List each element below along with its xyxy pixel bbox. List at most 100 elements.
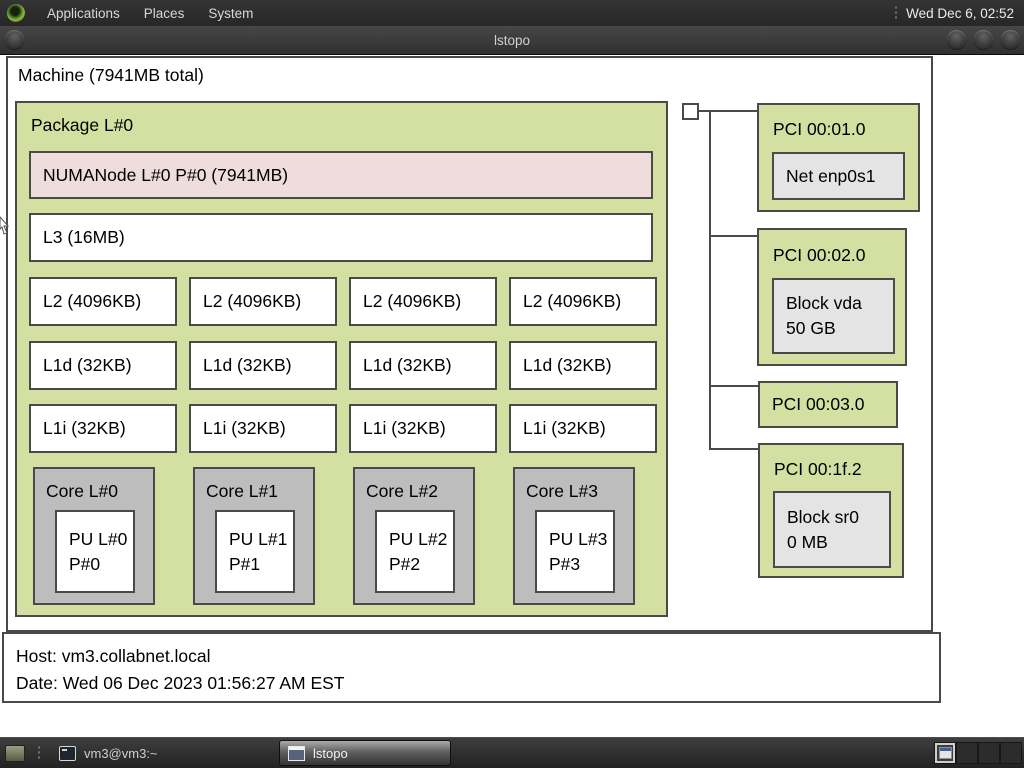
lstopo-window-icon (288, 745, 305, 761)
pu-label: PU L#1 (229, 528, 288, 549)
cores-row: Core L#0 PU L#0 P#0 Core L#1 PU L#1 P#1 … (33, 467, 635, 605)
l2-cache-box: L2 (4096KB) (349, 277, 497, 326)
legend-box: Host: vm3.collabnet.local Date: Wed 06 D… (2, 632, 941, 703)
clock[interactable]: Wed Dec 6, 02:52 (906, 5, 1014, 21)
net-device-label: Net enp0s1 (786, 165, 876, 186)
pu-label: PU L#3 (549, 528, 608, 549)
panel-drag-handle-icon[interactable] (894, 5, 899, 21)
l3-cache-box: L3 (16MB) (29, 213, 653, 262)
l1d-cache-label: L1d (32KB) (43, 355, 132, 375)
block-device-label: Block vda (786, 293, 862, 313)
taskbar: vm3@vm3:~ lstopo (0, 737, 1024, 768)
maximize-button[interactable] (974, 30, 993, 49)
task-button-terminal[interactable]: vm3@vm3:~ (51, 741, 217, 765)
net-device-box: Net enp0s1 (772, 152, 905, 200)
l1i-cache-label: L1i (32KB) (523, 418, 606, 438)
l2-cache-box: L2 (4096KB) (509, 277, 657, 326)
pu-plabel: P#1 (229, 553, 261, 574)
pci-label: PCI 00:01.0 (773, 119, 866, 139)
l2-cache-box: L2 (4096KB) (29, 277, 177, 326)
top-panel: Applications Places System Wed Dec 6, 02… (0, 0, 1024, 27)
core-label: Core L#3 (526, 481, 598, 501)
core-label: Core L#1 (206, 481, 278, 501)
workspace-switcher (934, 742, 1022, 764)
minimize-button[interactable] (947, 30, 966, 49)
pci-box: PCI 00:1f.2 Block sr0 0 MB (758, 443, 904, 578)
l2-row: L2 (4096KB) L2 (4096KB) L2 (4096KB) L2 (… (29, 277, 657, 326)
terminal-icon (59, 745, 76, 761)
mouse-cursor-icon (0, 216, 10, 235)
block-device-size: 0 MB (787, 531, 828, 552)
l1d-cache-box: L1d (32KB) (349, 341, 497, 390)
window-titlebar[interactable]: lstopo (0, 26, 1024, 55)
close-button[interactable] (1001, 30, 1020, 49)
block-device-label: Block sr0 (787, 506, 859, 527)
l2-cache-box: L2 (4096KB) (189, 277, 337, 326)
pci-link-line (709, 448, 758, 450)
block-device-box: Block sr0 0 MB (773, 491, 891, 568)
legend-host: Host: vm3.collabnet.local (16, 646, 211, 666)
pci-box: PCI 00:03.0 (758, 381, 898, 428)
taskbar-drag-handle-icon[interactable] (37, 745, 41, 761)
pci-box: PCI 00:01.0 Net enp0s1 (757, 103, 920, 212)
pu-box: PU L#0 P#0 (55, 510, 135, 593)
l1i-cache-box: L1i (32KB) (509, 404, 657, 453)
menu-system[interactable]: System (208, 5, 254, 21)
l1i-cache-label: L1i (32KB) (43, 418, 126, 438)
pu-box: PU L#1 P#1 (215, 510, 295, 593)
l2-cache-label: L2 (4096KB) (43, 291, 142, 311)
pci-link-line (709, 385, 758, 387)
task-button-lstopo[interactable]: lstopo (279, 740, 451, 766)
l1d-cache-box: L1d (32KB) (29, 341, 177, 390)
core-box: Core L#1 PU L#1 P#1 (193, 467, 315, 605)
task-label: lstopo (313, 745, 348, 761)
l1d-cache-label: L1d (32KB) (363, 355, 452, 375)
workspace-4[interactable] (1000, 742, 1022, 764)
l1d-cache-box: L1d (32KB) (509, 341, 657, 390)
pci-box: PCI 00:02.0 Block vda 50 GB (757, 228, 907, 366)
pci-label: PCI 00:03.0 (772, 394, 865, 414)
l1d-cache-box: L1d (32KB) (189, 341, 337, 390)
pci-trunk-line (709, 110, 711, 450)
task-label: vm3@vm3:~ (84, 745, 158, 761)
menu-applications[interactable]: Applications (47, 5, 120, 21)
pci-link-line (709, 235, 757, 237)
workspace-2[interactable] (956, 742, 978, 764)
pu-label: PU L#2 (389, 528, 448, 549)
workspace-1[interactable] (934, 742, 956, 764)
mini-window-icon (939, 747, 952, 759)
pu-plabel: P#2 (389, 553, 421, 574)
core-label: Core L#0 (46, 481, 118, 501)
window-title: lstopo (493, 32, 531, 48)
window-menu-button[interactable] (5, 30, 24, 49)
l1d-cache-label: L1d (32KB) (203, 355, 292, 375)
l3-cache-label: L3 (16MB) (43, 227, 125, 247)
package-label: Package L#0 (31, 115, 134, 135)
distro-logo-icon[interactable] (7, 4, 25, 22)
package-box: Package L#0 NUMANode L#0 P#0 (7941MB) L3… (15, 101, 668, 617)
l2-cache-label: L2 (4096KB) (203, 291, 302, 311)
block-device-size: 50 GB (786, 318, 836, 338)
l1d-cache-label: L1d (32KB) (523, 355, 612, 375)
menu-places[interactable]: Places (143, 5, 185, 21)
numanode-label: NUMANode L#0 P#0 (7941MB) (43, 164, 289, 185)
workspace-3[interactable] (978, 742, 1000, 764)
pci-bridge-connector (682, 103, 699, 120)
pci-label: PCI 00:1f.2 (774, 459, 862, 479)
core-box: Core L#2 PU L#2 P#2 (353, 467, 475, 605)
panel-right-area: Wed Dec 6, 02:52 (886, 0, 1024, 26)
l2-cache-label: L2 (4096KB) (363, 291, 462, 311)
pu-box: PU L#3 P#3 (535, 510, 615, 593)
core-box: Core L#0 PU L#0 P#0 (33, 467, 155, 605)
l1i-cache-box: L1i (32KB) (29, 404, 177, 453)
pci-link-line (699, 110, 757, 112)
machine-label: Machine (7941MB total) (18, 65, 204, 85)
core-label: Core L#2 (366, 481, 438, 501)
pu-label: PU L#0 (69, 528, 128, 549)
block-device-box: Block vda 50 GB (772, 278, 895, 354)
numanode-box: NUMANode L#0 P#0 (7941MB) (29, 151, 653, 199)
legend-date: Date: Wed 06 Dec 2023 01:56:27 AM EST (16, 672, 345, 693)
l1d-row: L1d (32KB) L1d (32KB) L1d (32KB) L1d (32… (29, 341, 657, 390)
show-desktop-icon[interactable] (5, 744, 25, 762)
